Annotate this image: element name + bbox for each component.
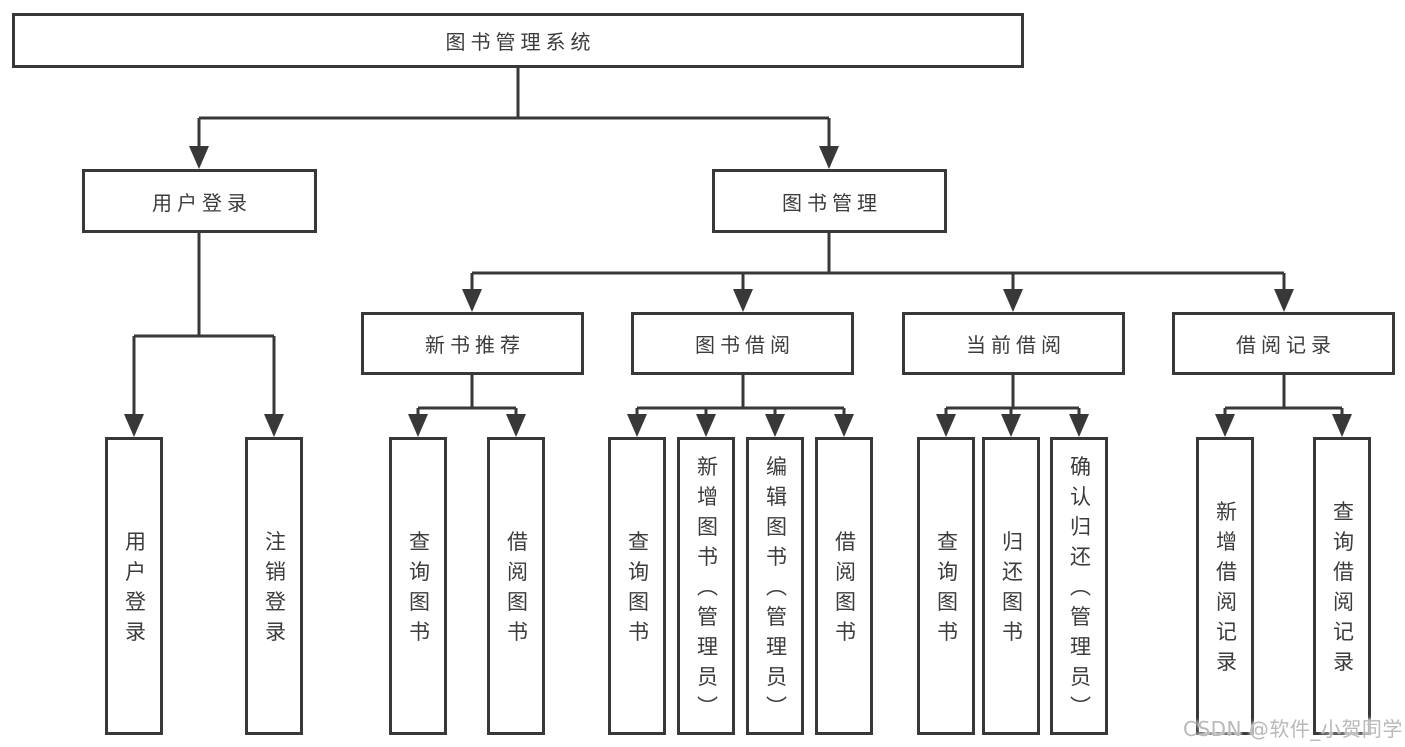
leaf-logout-label: 注销登录 (262, 530, 287, 651)
leaf-current-query: 查询图书 (917, 437, 975, 735)
leaf-user-login: 用户登录 (105, 437, 163, 735)
connector-borrow-to-leaves (635, 375, 846, 416)
arrow-icon (506, 414, 526, 437)
leaf-borrow-query-label: 查询图书 (625, 530, 650, 651)
node-book-management: 图书管理 (712, 169, 947, 233)
node-borrow-records-label: 借阅记录 (1236, 333, 1336, 357)
leaf-current-return: 归还图书 (982, 437, 1040, 735)
leaf-newbook-query-label: 查询图书 (406, 530, 431, 651)
arrow-icon (1332, 414, 1352, 437)
arrow-icon (819, 146, 839, 169)
connector-current-to-leaves (944, 375, 1081, 416)
leaf-current-confirm-admin: 确认归还（管理员） (1050, 437, 1108, 735)
arrow-icon (189, 146, 209, 169)
node-new-book-recommend: 新书推荐 (361, 312, 584, 375)
arrow-icon (696, 414, 716, 437)
connector-book-mgmt-to-groups (470, 233, 1286, 291)
node-new-book-recommend-label: 新书推荐 (425, 333, 525, 357)
node-user-login: 用户登录 (82, 169, 317, 233)
leaf-newbook-borrow: 借阅图书 (487, 437, 545, 735)
node-root: 图书管理系统 (12, 13, 1024, 68)
node-book-borrow-label: 图书借阅 (695, 333, 795, 357)
leaf-records-query: 查询借阅记录 (1313, 437, 1371, 735)
leaf-records-add-label: 新增借阅记录 (1213, 500, 1238, 681)
arrow-icon (1274, 289, 1294, 312)
arrow-icon (834, 414, 854, 437)
leaf-borrow-borrow: 借阅图书 (815, 437, 873, 735)
leaf-records-query-label: 查询借阅记录 (1330, 500, 1355, 681)
node-current-borrow: 当前借阅 (902, 312, 1125, 375)
node-book-borrow: 图书借阅 (631, 312, 854, 375)
node-root-label: 图书管理系统 (445, 30, 596, 54)
leaf-records-add: 新增借阅记录 (1196, 437, 1254, 735)
leaf-newbook-borrow-label: 借阅图书 (504, 530, 529, 651)
leaf-borrow-edit-admin: 编辑图书（管理员） (746, 437, 804, 735)
connector-root-to-level2 (197, 68, 831, 146)
leaf-newbook-query: 查询图书 (389, 437, 447, 735)
connector-records-to-leaves (1223, 375, 1344, 416)
arrow-icon (1215, 414, 1235, 437)
leaf-borrow-add-admin: 新增图书（管理员） (677, 437, 735, 735)
leaf-current-confirm-admin-label: 确认归还（管理员） (1067, 455, 1092, 726)
arrow-icon (264, 414, 284, 437)
arrowheads (124, 146, 1352, 437)
arrow-icon (1003, 289, 1023, 312)
leaf-borrow-borrow-label: 借阅图书 (832, 530, 857, 651)
arrow-icon (1001, 414, 1021, 437)
leaf-current-return-label: 归还图书 (999, 530, 1024, 651)
arrow-icon (733, 289, 753, 312)
arrow-icon (1069, 414, 1089, 437)
leaf-borrow-edit-admin-label: 编辑图书（管理员） (763, 455, 788, 726)
connector-user-login-to-leaves (132, 233, 276, 416)
leaf-borrow-add-admin-label: 新增图书（管理员） (694, 455, 719, 726)
csdn-watermark: CSDN @软件_小贺同学 (1183, 717, 1403, 741)
arrow-icon (124, 414, 144, 437)
node-borrow-records: 借阅记录 (1172, 312, 1395, 375)
arrow-icon (765, 414, 785, 437)
arrow-icon (936, 414, 956, 437)
arrow-icon (462, 289, 482, 312)
leaf-user-login-label: 用户登录 (122, 530, 147, 651)
leaf-logout: 注销登录 (245, 437, 303, 735)
leaf-borrow-query: 查询图书 (608, 437, 666, 735)
connector-new-book-to-leaves (416, 375, 518, 416)
arrow-icon (408, 414, 428, 437)
leaf-current-query-label: 查询图书 (934, 530, 959, 651)
node-current-borrow-label: 当前借阅 (966, 333, 1066, 357)
node-user-login-label: 用户登录 (152, 190, 252, 215)
arrow-icon (627, 414, 647, 437)
node-book-management-label: 图书管理 (782, 190, 882, 215)
